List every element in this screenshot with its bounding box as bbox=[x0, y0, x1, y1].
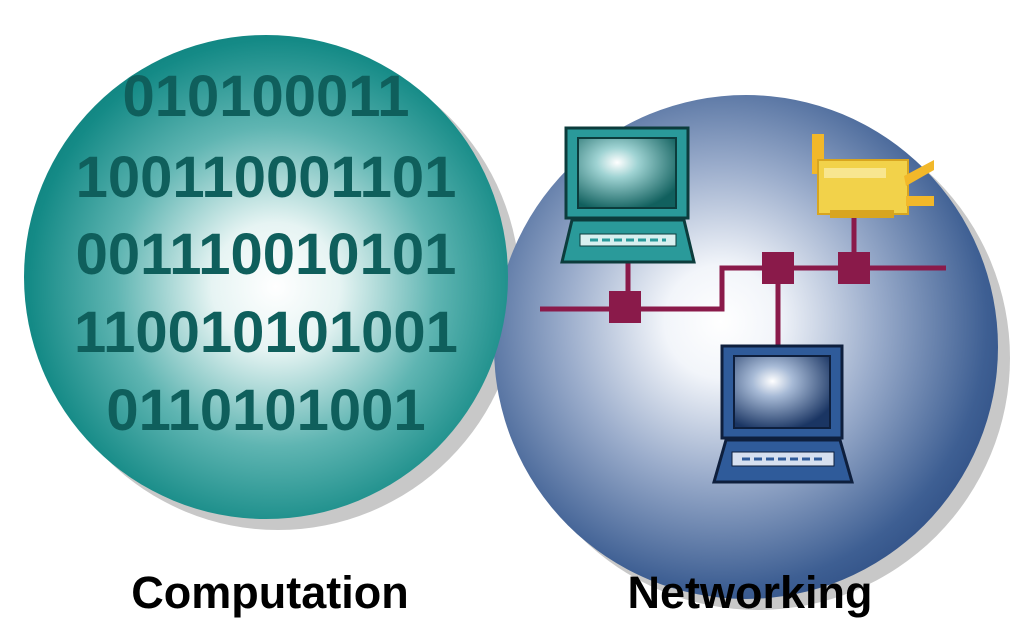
binary-line: 0110101001 bbox=[106, 378, 425, 443]
networking-label: Networking bbox=[627, 567, 873, 618]
printer-icon bbox=[812, 134, 934, 218]
network-hub-icon bbox=[838, 252, 870, 284]
binary-line: 010100011 bbox=[122, 64, 409, 129]
computation-label: Computation bbox=[131, 567, 409, 618]
network-hub-icon bbox=[609, 291, 641, 323]
binary-line: 001110010101 bbox=[76, 222, 457, 287]
laptop-icon bbox=[712, 344, 854, 484]
computation-circle bbox=[24, 35, 508, 519]
terminal-icon bbox=[560, 126, 696, 264]
binary-line: 100110001101 bbox=[76, 145, 457, 210]
binary-text-block: 010100011 100110001101 001110010101 1100… bbox=[74, 64, 458, 443]
network-hub-icon bbox=[762, 252, 794, 284]
binary-line: 110010101001 bbox=[74, 300, 458, 365]
